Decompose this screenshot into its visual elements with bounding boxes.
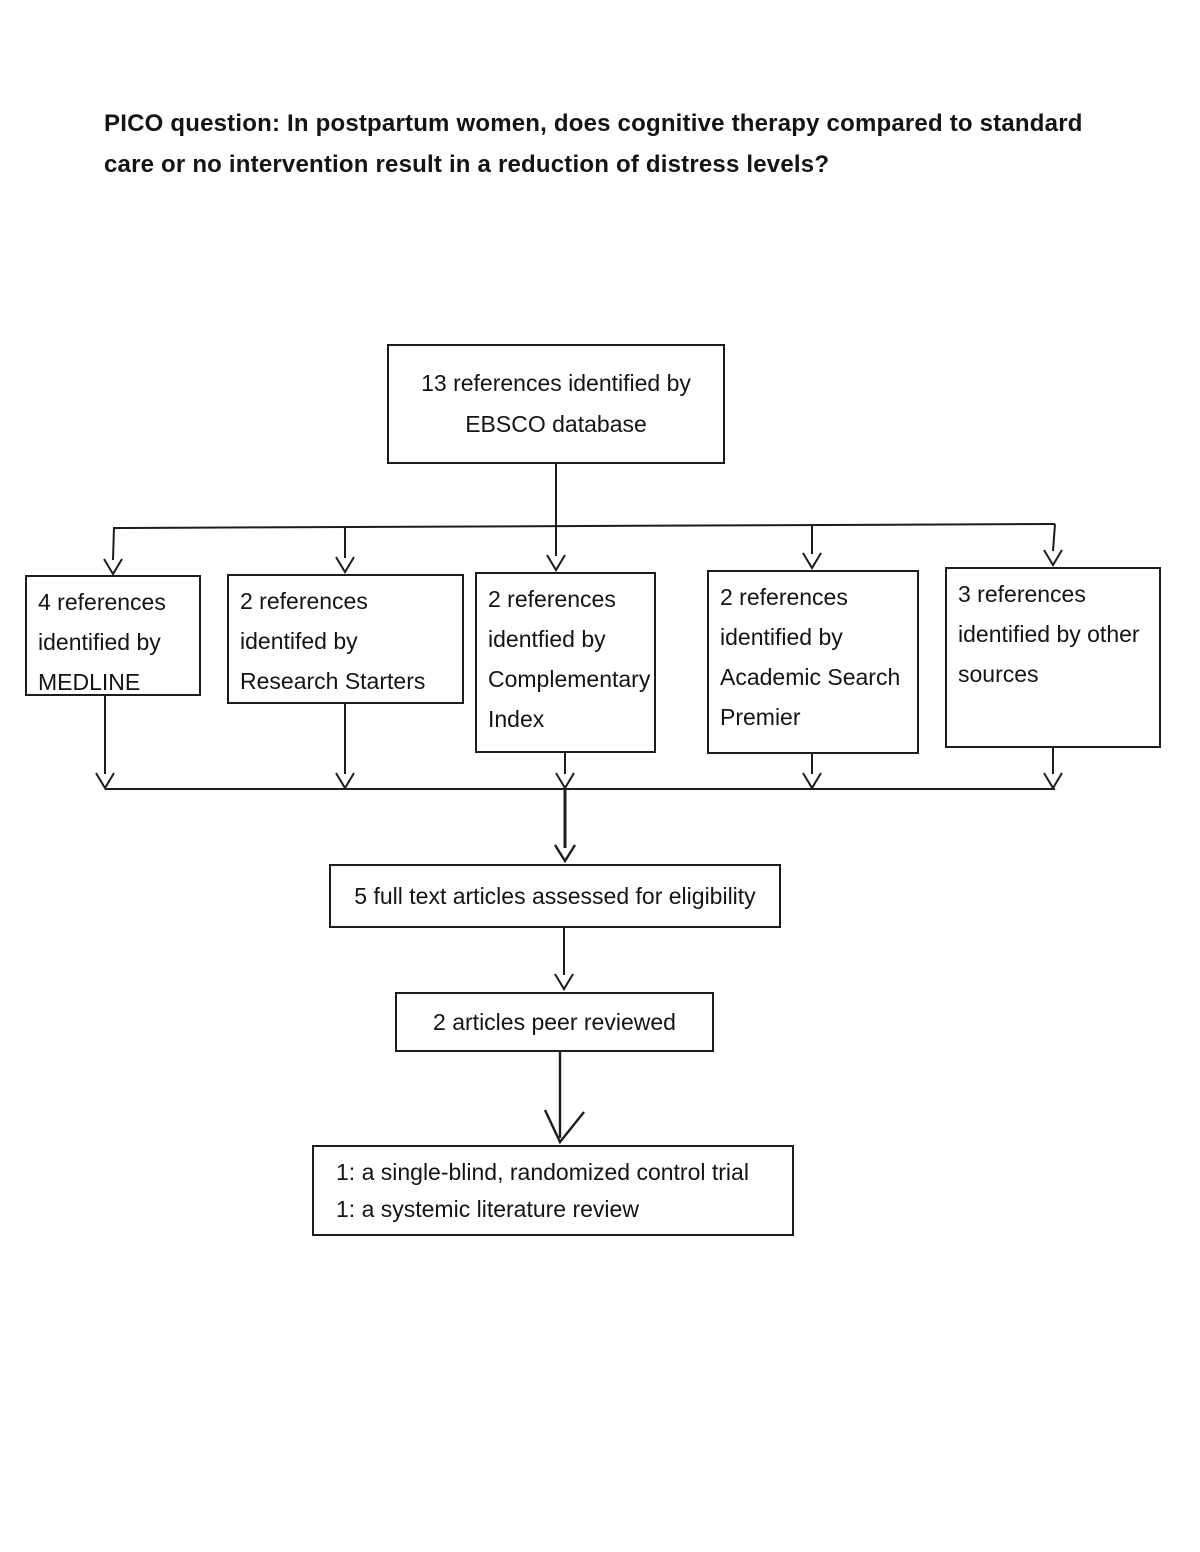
eligibility-box: 5 full text articles assessed for eligib… bbox=[329, 864, 781, 928]
arrow-down-icon bbox=[95, 772, 115, 790]
peer-reviewed-box: 2 articles peer reviewed bbox=[395, 992, 714, 1052]
arrow-down-icon bbox=[554, 973, 574, 991]
arrow-down-icon bbox=[802, 772, 822, 790]
academic-search-premier-box: 2 references identified by Academic Sear… bbox=[707, 570, 919, 754]
arrow-down-icon bbox=[543, 1109, 585, 1145]
research-starters-box: 2 references identifed by Research Start… bbox=[227, 574, 464, 704]
arrow-down-icon bbox=[335, 556, 355, 574]
arrow-down-icon bbox=[335, 772, 355, 790]
ebsco-box: 13 references identified by EBSCO databa… bbox=[387, 344, 725, 464]
pico-question-title: PICO question: In postpartum women, does… bbox=[104, 110, 1083, 178]
arrow-down-icon bbox=[555, 772, 575, 790]
medline-box: 4 references identified by MEDLINE bbox=[25, 575, 201, 696]
arrow-down-icon bbox=[1043, 772, 1063, 790]
complementary-index-box: 2 references identfied by Complementary … bbox=[475, 572, 656, 753]
fanout-connector bbox=[103, 462, 1063, 576]
other-sources-box: 3 references identified by other sources bbox=[945, 567, 1161, 748]
eligibility-to-peer-connector bbox=[554, 928, 574, 991]
arrow-down-icon bbox=[103, 558, 123, 576]
peer-to-result-connector bbox=[543, 1052, 585, 1145]
arrow-down-icon bbox=[546, 554, 566, 572]
arrow-down-icon bbox=[1043, 549, 1063, 567]
arrow-down-icon bbox=[553, 844, 577, 864]
arrow-down-icon bbox=[802, 552, 822, 570]
results-box: 1: a single-blind, randomized control tr… bbox=[312, 1145, 794, 1236]
